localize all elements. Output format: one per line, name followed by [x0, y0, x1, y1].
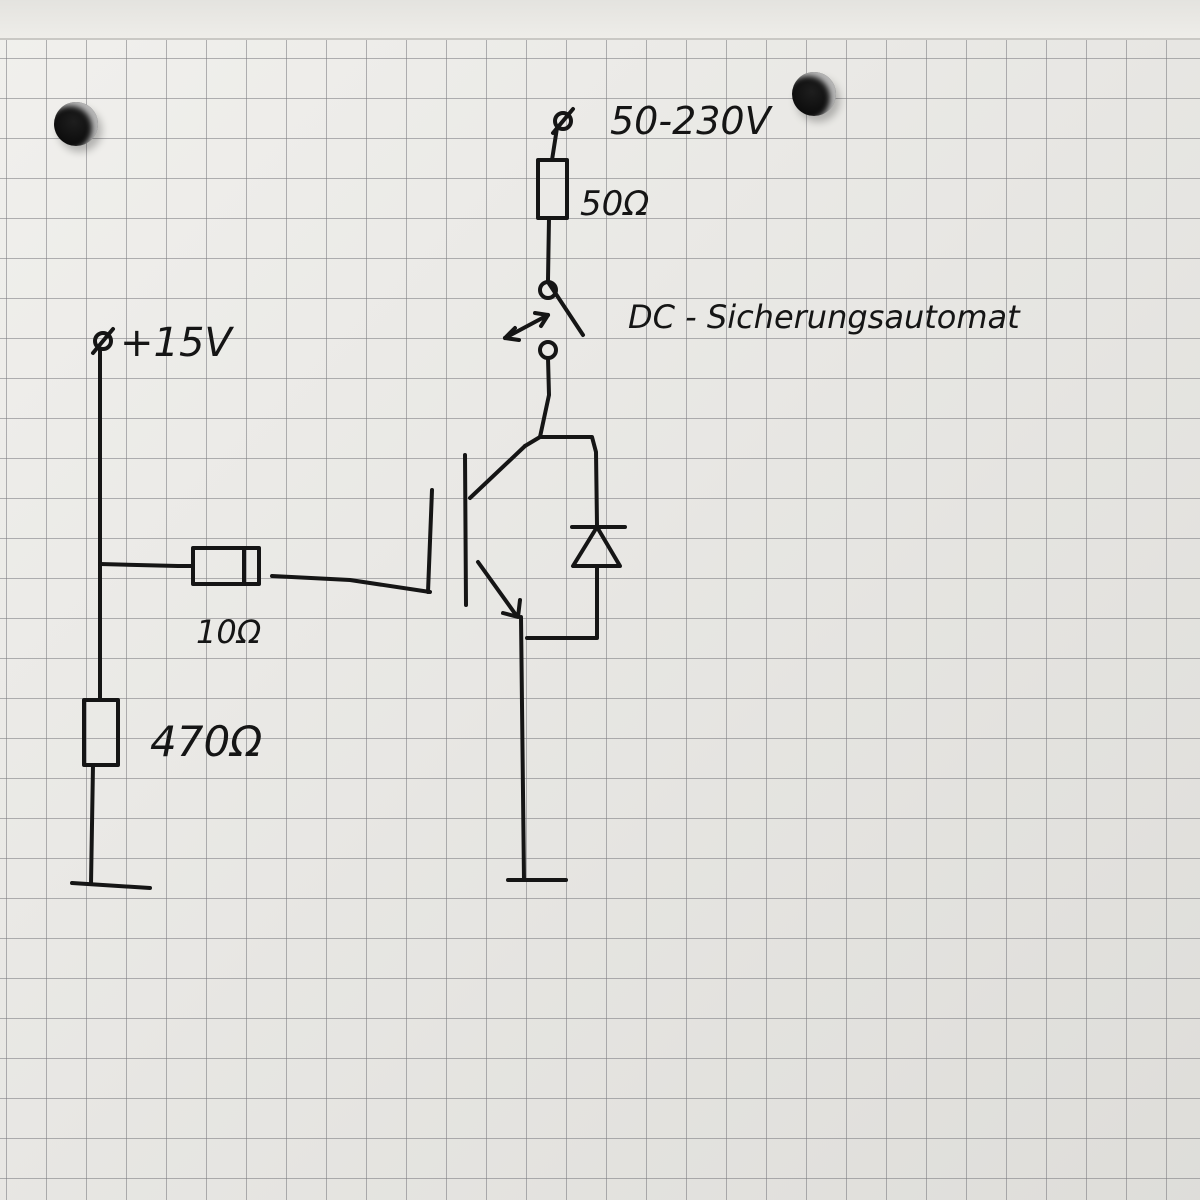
- wire-rail-to-gate-resistor: [98, 562, 195, 568]
- label-breaker: DC - Sicherungsautomat: [628, 298, 1021, 336]
- label-resistor-gate: 10Ω: [196, 613, 262, 651]
- wire-resistor-to-breaker: [546, 216, 551, 282]
- paper-torn-edge: [0, 0, 1200, 40]
- wire-diode-to-emitter: [525, 564, 599, 640]
- igbt-symbol: [426, 435, 542, 619]
- wire-collector-to-diode: [538, 435, 599, 527]
- ground-symbol-left: [70, 881, 152, 890]
- resistor-470-ohm: [82, 698, 120, 767]
- terminal-15v: [91, 327, 115, 355]
- label-resistor-top: 50Ω: [580, 184, 649, 224]
- label-resistor-pulldown: 470Ω: [150, 717, 262, 766]
- dc-breaker-symbol: [503, 280, 585, 360]
- freewheel-diode: [570, 525, 627, 568]
- wire-breaker-to-collector: [538, 356, 551, 439]
- wire-gate-resistor-to-gate: [270, 574, 432, 594]
- resistor-50-ohm: [536, 158, 569, 220]
- wire-terminal-to-resistor: [550, 126, 559, 162]
- label-supply-gate: +15V: [120, 320, 234, 366]
- wire-emitter-to-ground: [519, 615, 526, 882]
- punch-hole-right: [792, 72, 836, 116]
- punch-hole-left: [54, 102, 98, 146]
- wire-pulldown-to-ground: [89, 763, 95, 886]
- label-supply-high: 50-230V: [610, 99, 774, 143]
- resistor-10-ohm: [191, 546, 261, 586]
